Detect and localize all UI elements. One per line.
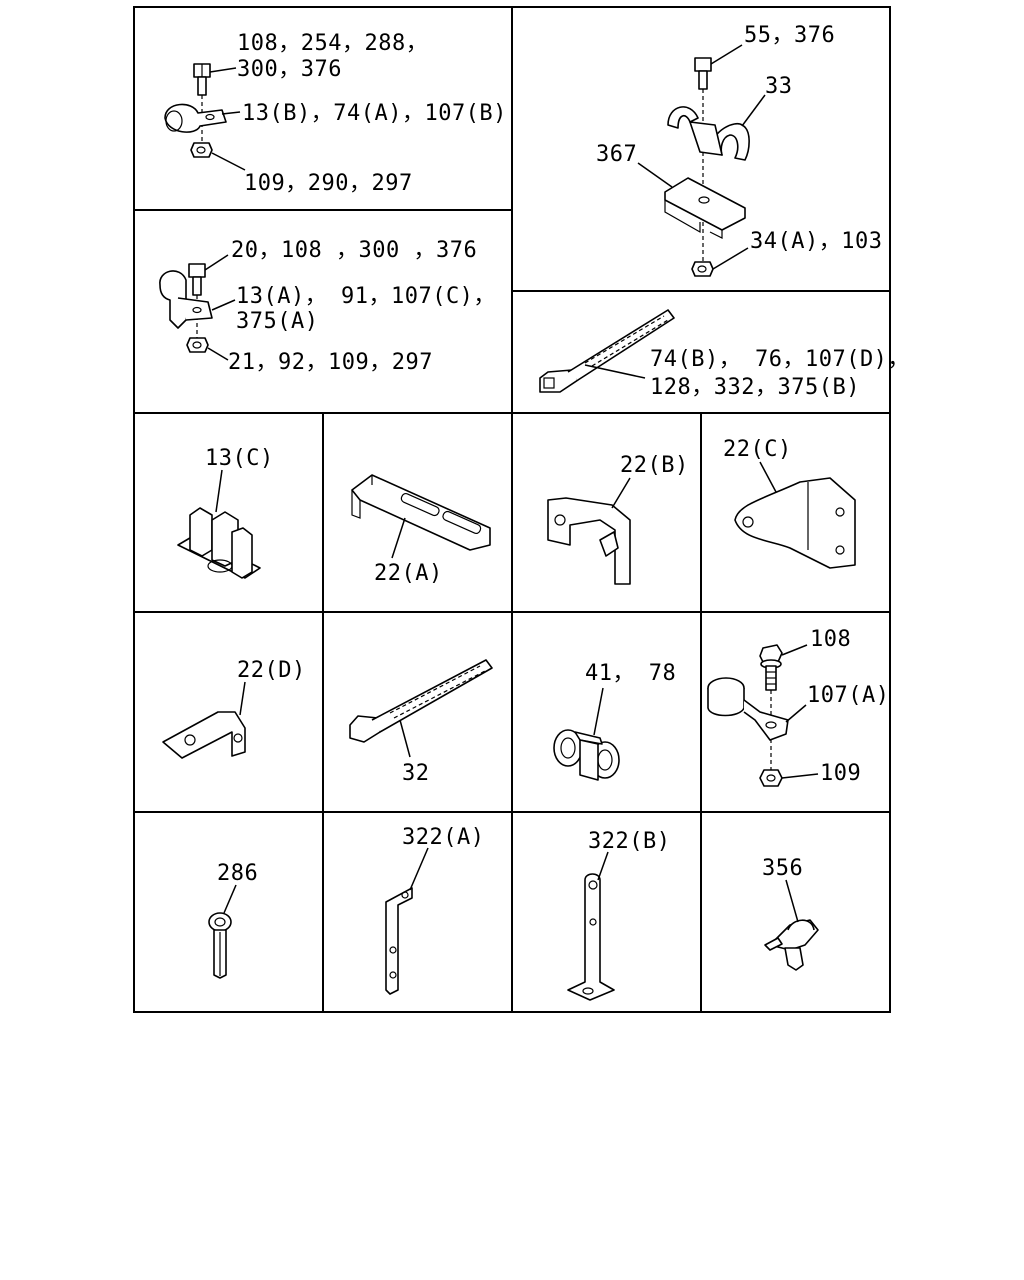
cell-15-strap-bracket: 322(B) <box>567 829 670 1001</box>
bracket-icon <box>162 711 246 759</box>
label: 74(B)， 76，107(D)， <box>650 347 910 372</box>
cell-6-slotted-bracket: 22(A) <box>351 474 491 586</box>
cell-13-hose-clip: 286 <box>208 861 258 979</box>
bracket-icon <box>547 497 631 585</box>
double-clip-icon <box>553 729 620 781</box>
bracket-icon <box>385 887 413 995</box>
cable-tie-icon <box>539 309 675 393</box>
cell-2-double-clamp-assembly: 55，376 33 367 34(A)，103 <box>596 23 882 277</box>
nut-icon <box>759 769 783 787</box>
label: 55，376 <box>744 23 835 48</box>
cell-12-clamp-assembly: 108 107(A) 109 <box>707 627 889 787</box>
label: 13(B)，74(A)，107(B) <box>242 101 507 126</box>
grid-frame <box>133 6 891 1013</box>
cell-7-offset-bracket: 22(B) <box>547 453 689 585</box>
bolt-icon <box>759 644 783 691</box>
clamp-icon <box>707 677 789 741</box>
hose-clip-icon <box>208 912 232 979</box>
label: 109 <box>820 761 861 786</box>
cell-14-strap-bracket: 322(A) <box>385 825 484 995</box>
cell-3-p-clamp-assembly: 20，108 ，300 ，376 13(A)， 91，107(C)， 375(A… <box>159 238 496 375</box>
bolt-icon <box>694 57 712 90</box>
cell-8-angle-bracket: 22(C) <box>723 437 856 569</box>
label: 107(A) <box>807 683 889 708</box>
label: 375(A) <box>236 309 318 334</box>
bracket-icon <box>734 477 856 569</box>
cell-4-cable-tie: 74(B)， 76，107(D)， 128，332，375(B) <box>539 309 910 400</box>
nut-icon <box>190 142 213 158</box>
bolt-icon <box>188 263 206 296</box>
label: 41， 78 <box>585 661 676 686</box>
multi-clip-icon <box>177 507 261 579</box>
label: 22(B) <box>620 453 689 478</box>
cell-5-multi-clip: 13(C) <box>177 446 274 579</box>
label: 34(A)，103 <box>750 229 882 254</box>
bracket-icon <box>664 177 746 239</box>
label: 22(D) <box>237 658 306 683</box>
label: 13(A)， 91，107(C)， <box>236 284 496 309</box>
label: 356 <box>762 856 803 881</box>
bracket-icon <box>351 474 491 551</box>
label: 21，92，109，297 <box>228 350 433 375</box>
label: 20，108 ，300 ，376 <box>231 238 477 263</box>
clamp-icon <box>159 270 213 329</box>
clamp-icon <box>164 103 227 133</box>
label: 108，254，288， <box>237 31 428 56</box>
clamp-icon <box>667 106 750 161</box>
cell-9-l-bracket: 22(D) <box>162 658 306 759</box>
cell-11-double-loop-clip: 41， 78 <box>553 661 676 781</box>
cell-10-cable-tie: 32 <box>349 659 493 786</box>
label: 322(B) <box>588 829 670 854</box>
label: 128，332，375(B) <box>650 375 860 400</box>
label: 300，376 <box>237 57 342 82</box>
label: 22(A) <box>374 561 443 586</box>
nut-icon <box>691 261 714 277</box>
label: 108 <box>810 627 851 652</box>
label: 367 <box>596 142 637 167</box>
label: 322(A) <box>402 825 484 850</box>
label: 32 <box>402 761 430 786</box>
cell-1-clamp-assembly: 108，254，288， 300，376 13(B)，74(A)，107(B) … <box>164 31 507 196</box>
nut-icon <box>186 337 209 353</box>
label: 286 <box>217 861 258 886</box>
label: 13(C) <box>205 446 274 471</box>
bolt-icon <box>193 63 211 96</box>
snap-clip-icon <box>764 919 819 971</box>
cell-16-snap-clip: 356 <box>762 856 819 971</box>
cable-tie-icon <box>349 659 493 743</box>
label: 109，290，297 <box>244 171 413 196</box>
label: 33 <box>765 74 793 99</box>
label: 22(C) <box>723 437 792 462</box>
bracket-icon <box>567 873 615 1001</box>
